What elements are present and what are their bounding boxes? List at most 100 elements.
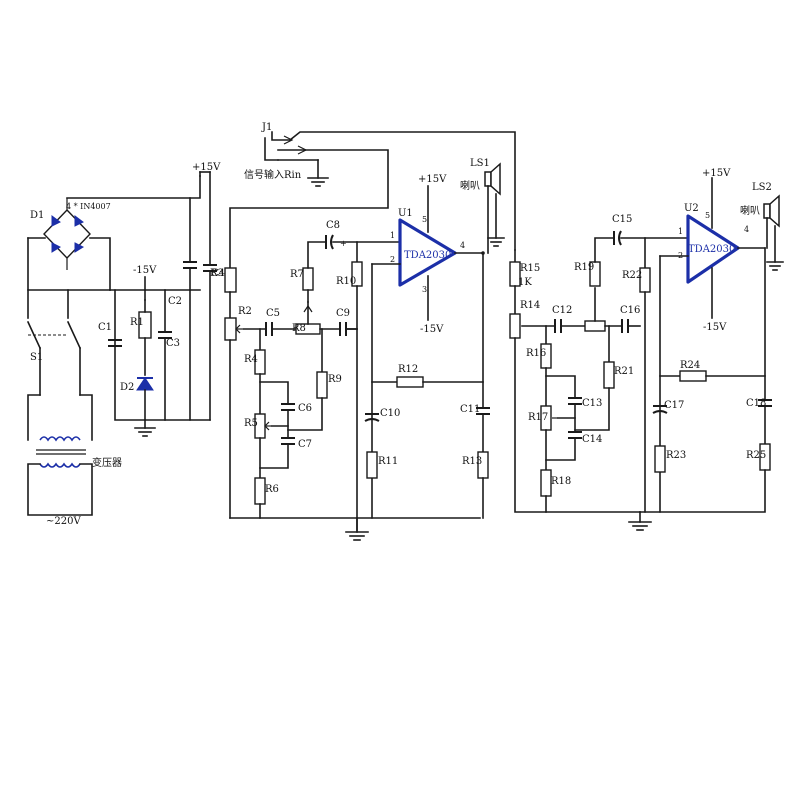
c18-label: C18 [746, 398, 766, 409]
input-jack-j1 [229, 131, 516, 269]
j1-label: J1 [261, 122, 272, 133]
c1-label: C1 [98, 322, 112, 333]
c3-label: C3 [166, 338, 180, 349]
c5-label: C5 [266, 308, 280, 319]
channel2-network: R15 1K R14 C12 C16 R19 C15 R22 R21 [509, 214, 689, 513]
channel1-network: R3 R2 C5 R8 C9 R7 C8 + [210, 220, 481, 531]
resistor-r23 [654, 445, 666, 473]
r4-label: R4 [244, 354, 258, 365]
u2-pin1: 1 [678, 227, 683, 236]
spk1-label: 喇叭 [460, 180, 480, 192]
ls1-label: LS1 [470, 158, 490, 169]
r13-label: R13 [462, 456, 482, 467]
resistor-r3 [224, 267, 237, 293]
mains-label: ~220V [46, 516, 81, 527]
u1-pin5: 5 [422, 215, 427, 224]
svg-text:+: + [340, 239, 347, 248]
resistor-r6 [254, 477, 266, 505]
u1-vn-label: -15V [420, 324, 444, 335]
amplifier-u2: TDA2030 U2 1 2 5 4 +15V -15V R24 C17 R23… [628, 168, 772, 531]
resistor-r11 [366, 451, 378, 479]
r15-label: R15 [520, 263, 540, 274]
u2-pin4: 4 [744, 225, 749, 234]
r21-label: R21 [614, 366, 634, 377]
r25-label: R25 [746, 450, 766, 461]
u2-part-label: TDA2030 [688, 244, 735, 255]
input-label: 信号输入Rin [244, 168, 302, 181]
resistor-r7 [302, 267, 314, 291]
r16-label: R16 [526, 348, 546, 359]
r14-label: R14 [520, 300, 540, 311]
r3-label: R3 [210, 268, 224, 279]
r10-label: R10 [336, 276, 356, 287]
c7-label: C7 [298, 439, 312, 450]
opamp-u1 [398, 218, 457, 287]
c2-label: C2 [168, 296, 182, 307]
resistor-r21 [603, 361, 615, 389]
switch-s1 [26, 289, 82, 396]
r22-label: R22 [622, 270, 642, 281]
r5-label: R5 [244, 418, 258, 429]
potentiometer-r20 [584, 320, 606, 332]
bridge-type-label: 4 * IN4007 [66, 202, 111, 211]
potentiometer-r2 [224, 317, 237, 341]
u1-pin3: 3 [422, 285, 427, 294]
c15-label: C15 [612, 214, 632, 225]
power-supply-section: D1 4 * IN4007 S1 变压器 ~220V [26, 162, 225, 527]
ls2-label: LS2 [752, 182, 772, 193]
transformer-label: 变压器 [92, 456, 122, 469]
r23-label: R23 [666, 450, 686, 461]
r6-label: R6 [265, 484, 279, 495]
c9-label: C9 [336, 308, 350, 319]
c13-label: C13 [582, 398, 602, 409]
c11-label: C11 [460, 404, 480, 415]
r19-label: R19 [574, 262, 594, 273]
amplifier-u1: TDA2030 U1 1 2 5 3 4 +15V -15V R12 C10 R… [345, 174, 490, 541]
r2-label: R2 [238, 306, 252, 317]
u2-pin5: 5 [705, 211, 710, 220]
r24-label: R24 [680, 360, 700, 371]
c6-label: C6 [298, 403, 312, 414]
transformer [27, 394, 93, 516]
c4-label: C4 [211, 268, 225, 279]
r17-label: R17 [528, 412, 548, 423]
opamp-u2 [686, 214, 740, 284]
c16-label: C16 [620, 305, 640, 316]
resistor-r12 [396, 376, 424, 388]
r9-label: R9 [328, 374, 342, 385]
u1-pin2: 2 [390, 255, 395, 264]
resistor-r18 [540, 469, 552, 497]
u1-part-label: TDA2030 [404, 250, 451, 261]
d2-label: D2 [120, 382, 134, 393]
r1-label: R1 [130, 317, 144, 328]
r8-label: R8 [292, 323, 306, 334]
r11-label: R11 [378, 456, 398, 467]
neg15-label-a: -15V [133, 265, 157, 276]
resistor-r9 [316, 371, 328, 399]
u1-pin1: 1 [390, 231, 395, 240]
r15-value-label: 1K [518, 277, 532, 288]
r12-label: R12 [398, 364, 418, 375]
c14-label: C14 [582, 434, 602, 445]
speaker-ls1 [484, 162, 505, 254]
u2-label: U2 [684, 203, 699, 214]
resistor-r24 [679, 370, 707, 382]
pos15-label-a: +15V [192, 162, 221, 173]
zener-d2 [136, 377, 154, 391]
u2-vp-label: +15V [702, 168, 731, 179]
u1-vp-label: +15V [418, 174, 447, 185]
s1-label: S1 [30, 352, 43, 363]
r18-label: R18 [551, 476, 571, 487]
c12-label: C12 [552, 305, 572, 316]
u1-label: U1 [398, 208, 413, 219]
c10-label: C10 [380, 408, 400, 419]
c8-label: C8 [326, 220, 340, 231]
speaker-ls2 [763, 194, 784, 271]
r7-label: R7 [290, 269, 304, 280]
spk2-label: 喇叭 [740, 205, 760, 217]
bridge-rectifier [43, 198, 91, 270]
u2-vn-label: -15V [703, 322, 727, 333]
c17-label: C17 [664, 400, 684, 411]
